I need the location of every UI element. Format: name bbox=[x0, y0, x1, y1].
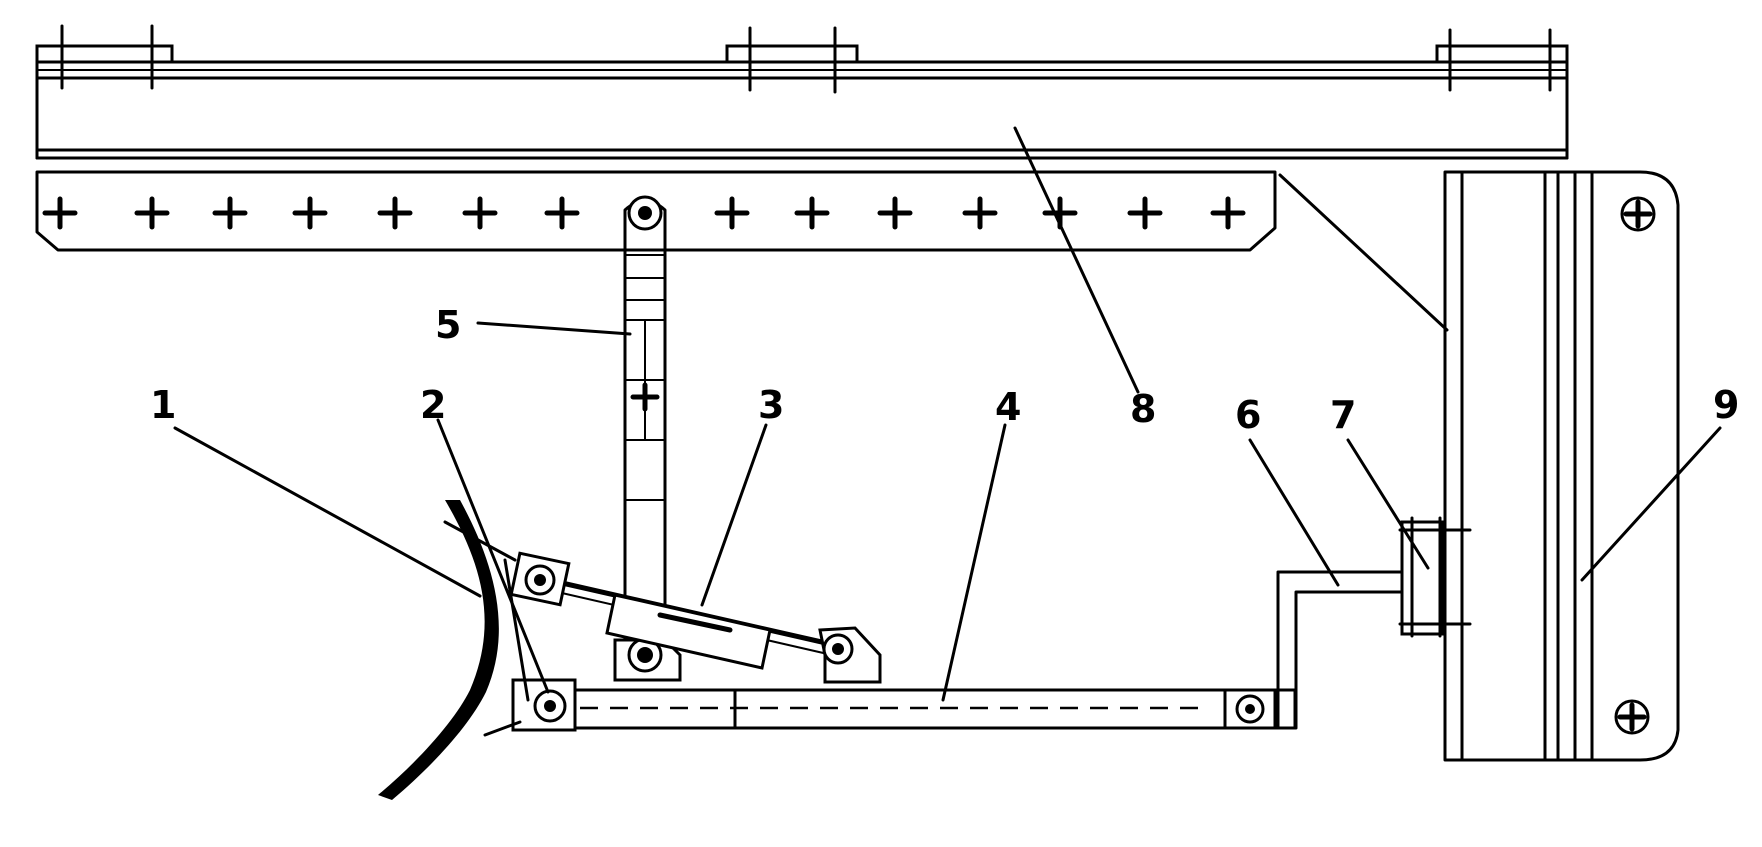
connector-arm bbox=[1276, 570, 1404, 730]
label-part-3: 3 bbox=[758, 383, 784, 427]
vertical-column bbox=[613, 195, 682, 682]
label-part-1: 1 bbox=[150, 383, 176, 427]
vertical-post bbox=[1278, 170, 1680, 762]
bolt-holes bbox=[42, 196, 1246, 230]
blade bbox=[378, 500, 530, 800]
label-part-9: 9 bbox=[1713, 383, 1739, 427]
leader-lines bbox=[173, 126, 1722, 702]
post-clamp bbox=[1398, 516, 1472, 638]
label-part-4: 4 bbox=[995, 385, 1021, 429]
turnbuckle bbox=[509, 551, 882, 684]
label-part-7: 7 bbox=[1330, 393, 1356, 437]
label-part-8: 8 bbox=[1130, 387, 1156, 431]
top-brackets bbox=[35, 24, 1569, 94]
label-part-6: 6 bbox=[1235, 393, 1261, 437]
label-part-2: 2 bbox=[420, 383, 446, 427]
part-labels: 1 2 3 4 5 6 7 8 9 bbox=[150, 303, 1739, 437]
lower-bar bbox=[511, 678, 1297, 732]
label-part-5: 5 bbox=[435, 303, 461, 347]
upper-beam bbox=[35, 60, 1569, 252]
